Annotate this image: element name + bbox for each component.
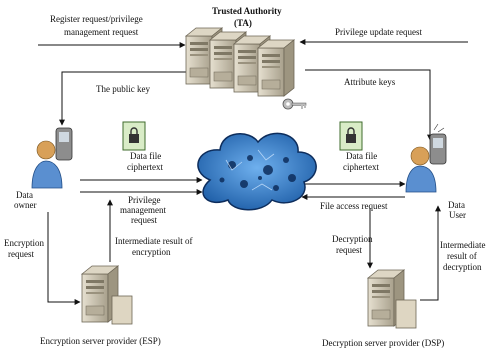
encryption-request-label-2: request (8, 249, 34, 259)
privilege-mgmt-label-2: management (120, 205, 166, 215)
public-key-arrow (59, 71, 190, 126)
data-user-icon (405, 123, 447, 193)
esp-label: Encryption server provider (ESP) (40, 336, 161, 346)
trusted-authority-title: Trusted Authority (212, 6, 282, 16)
dsp-label: Decryption server provider (DSP) (322, 338, 445, 348)
intermediate-encryption-label-2: encryption (132, 247, 171, 257)
data-user-label-1: Data (448, 200, 465, 210)
data-owner-label-2: owner (14, 200, 37, 210)
intermediate-decryption-label-3: decryption (443, 262, 482, 272)
public-key-label: The public key (96, 84, 150, 94)
intermediate-decryption-label-1: Intermediate (440, 240, 486, 250)
trusted-authority-servers (185, 27, 295, 97)
intermediate-decryption-arrow (420, 205, 441, 301)
user-ciphertext-label-2: ciphertext (343, 162, 379, 172)
data-user-label-2: User (449, 210, 466, 220)
data-owner-label-1: Data (16, 190, 33, 200)
attribute-keys-arrow (305, 69, 433, 141)
privilege-mgmt-label-1: Privilege (128, 195, 161, 205)
ta-abbrev-label: (TA) (234, 18, 252, 28)
management-request-label: management request (64, 27, 139, 37)
key-icon (282, 98, 307, 110)
encryption-request-arrow (47, 212, 81, 305)
decryption-request-label-2: request (336, 245, 362, 255)
lock-document-icon-right (339, 121, 363, 151)
lock-document-icon-left (122, 121, 146, 151)
esp-server-icon (81, 265, 133, 325)
file-access-label: File access request (320, 201, 388, 211)
owner-ciphertext-label-2: ciphertext (127, 162, 163, 172)
privilege-update-label: Privilege update request (335, 27, 422, 37)
privilege-mgmt-label-3: request (131, 215, 157, 225)
decryption-request-label-1: Decryption (332, 234, 373, 244)
intermediate-encryption-label-1: Intermediate result of (115, 236, 193, 246)
register-request-label: Register request/privilege (50, 14, 143, 24)
attribute-keys-label: Attribute keys (344, 77, 396, 87)
intermediate-decryption-label-2: result of (447, 251, 477, 261)
user-ciphertext-label-1: Data file (346, 151, 378, 161)
dsp-server-icon (367, 269, 417, 329)
data-owner-icon (31, 127, 73, 189)
encryption-request-label-1: Encryption (4, 238, 44, 248)
owner-ciphertext-label-1: Data file (130, 151, 162, 161)
cloud-storage (197, 132, 317, 211)
